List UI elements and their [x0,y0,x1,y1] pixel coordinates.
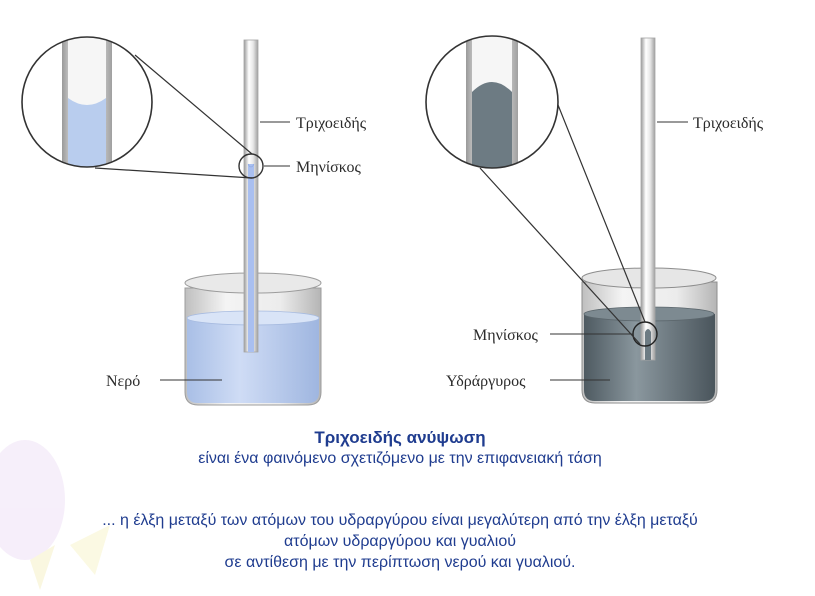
mercury-liquid-label: Υδράργυρος [446,373,526,390]
water-capillary-tube [243,39,259,353]
mercury-magnifier [425,35,559,169]
caption-subtitle: είναι ένα φαινόμενο σχετιζόμενο με την ε… [198,450,602,467]
water-liquid-label: Νερό [106,373,140,390]
mercury-capillary-label: Τριχοειδής [693,115,764,132]
caption: Τριχοειδής ανύψωση είναι ένα φαινόμενο σ… [30,428,770,468]
water-magnifier [21,36,153,168]
water-magnifier-line-top [134,54,253,155]
explanation-line-1: ... η έλξη μεταξύ των ατόμων του υδραργύ… [102,512,698,529]
water-diagram: Τριχοειδής Μηνίσκος Νερό [21,36,367,406]
water-meniscus-label: Μηνίσκος [296,159,361,176]
mercury-meniscus-label: Μηνίσκος [473,327,538,344]
water-capillary-label: Τριχοειδής [296,115,367,132]
mercury-capillary-tube [640,37,656,361]
mercury-diagram: Τριχοειδής Μηνίσκος Υδράργυρος [425,35,764,404]
background-decoration [0,440,110,590]
explanation: ... η έλξη μεταξύ των ατόμων του υδραργύ… [20,510,780,573]
explanation-line-3: σε αντίθεση με την περίπτωση νερού και γ… [224,554,576,571]
mercury-magnifier-line-bottom [479,167,641,345]
explanation-line-2: ατόμων υδραργύρου και γυαλιού [284,533,516,550]
caption-title: Τριχοειδής ανύψωση [314,428,486,447]
water-magnifier-line-bottom [94,167,253,179]
